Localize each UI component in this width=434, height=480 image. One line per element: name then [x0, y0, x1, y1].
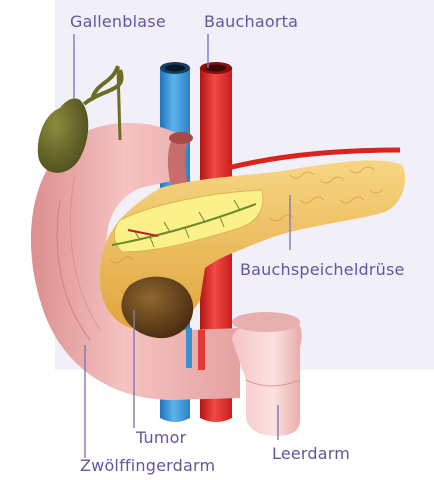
label-tumor: Tumor	[136, 428, 186, 447]
label-duodenum: Zwölffingerdarm	[80, 456, 215, 475]
label-gallbladder: Gallenblase	[70, 12, 166, 31]
jejunum	[232, 312, 302, 436]
label-jejunum: Leerdarm	[272, 444, 350, 463]
label-aorta: Bauchaorta	[204, 12, 298, 31]
label-pancreas: Bauchspeicheldrüse	[240, 260, 405, 279]
